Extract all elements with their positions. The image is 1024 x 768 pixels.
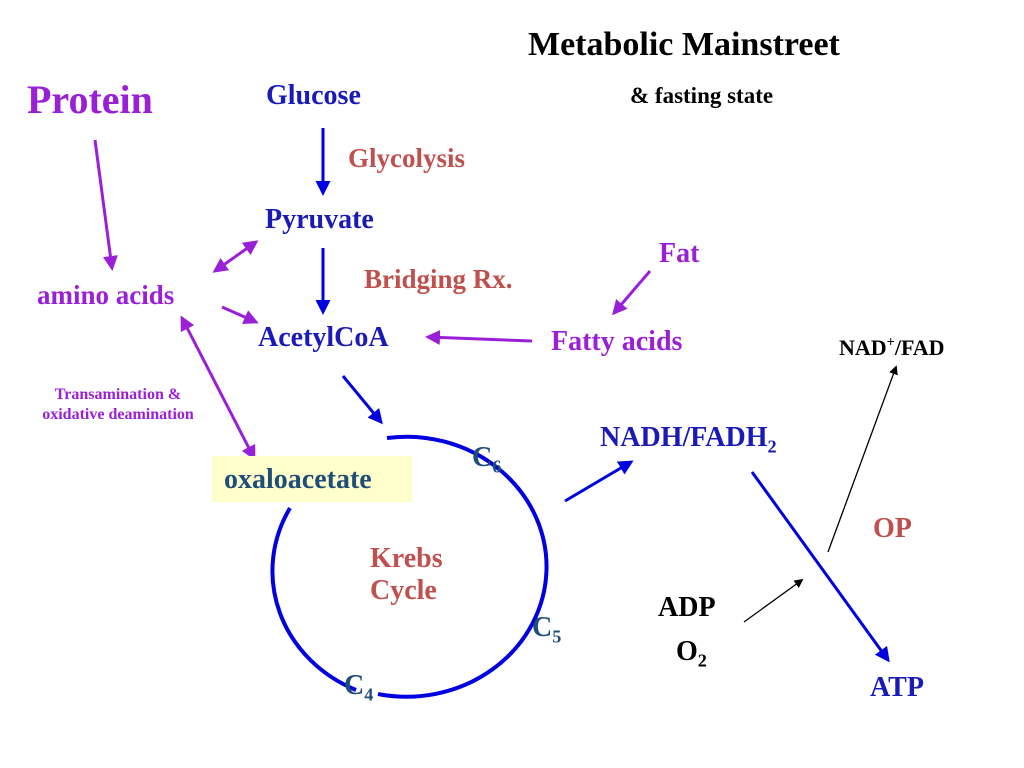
nadh-fadh2-label: NADH/FADH2 xyxy=(600,422,777,457)
acetylcoa-to-cycle-arrow xyxy=(341,375,383,425)
nad-fad-label: NAD+/FAD xyxy=(839,334,945,360)
op-label: OP xyxy=(873,513,912,544)
fat-label: Fat xyxy=(659,238,700,269)
atp-label: ATP xyxy=(870,672,924,703)
c6-label: C6 xyxy=(472,442,502,477)
krebs-line-1: Krebs xyxy=(370,543,443,574)
amino-acids-label: amino acids xyxy=(37,280,175,310)
krebs-cycle-ring-left xyxy=(270,506,357,692)
protein-label: Protein xyxy=(27,77,153,122)
diagram-title: Metabolic Mainstreet xyxy=(528,26,840,63)
cycle-to-nadh-arrow xyxy=(564,460,634,503)
adp-to-op-arrow xyxy=(743,578,804,623)
o2-label: O2 xyxy=(676,636,707,671)
protein-to-amino-acids-arrow xyxy=(93,139,118,271)
glycolysis-label: Glycolysis xyxy=(348,143,466,173)
fatty-acids-label: Fatty acids xyxy=(551,326,683,357)
krebs-cycle-label: Krebs Cycle xyxy=(370,543,443,607)
fatty-acids-to-acetylcoa-arrow xyxy=(425,329,533,345)
oxaloacetate-highlight xyxy=(212,456,412,502)
op-to-nad-arrow xyxy=(827,365,898,553)
diagram-subtitle: & fasting state xyxy=(630,83,774,108)
pyruvate-amino-acids-arrow xyxy=(212,240,259,273)
transamination-line-1: Transamination & xyxy=(54,386,182,403)
transamination-label: Transamination & oxidative deamination xyxy=(18,385,218,425)
adp-label: ADP xyxy=(658,592,716,623)
transamination-line-2: oxidative deamination xyxy=(42,406,194,423)
amino-acids-oxaloacetate-arrow xyxy=(180,315,256,461)
glucose-label: Glucose xyxy=(266,80,361,111)
bridging-rx-label: Bridging Rx. xyxy=(364,264,513,294)
c4-label: C4 xyxy=(344,670,374,705)
c5-label: C5 xyxy=(532,612,562,647)
amino-acids-to-acetylcoa-arrow xyxy=(221,305,259,325)
nadh-to-atp-arrow xyxy=(750,471,890,663)
pyruvate-label: Pyruvate xyxy=(265,204,374,235)
oxaloacetate-label: oxaloacetate xyxy=(224,464,372,495)
krebs-line-2: Cycle xyxy=(370,575,437,606)
fat-to-fatty-acids-arrow xyxy=(612,270,652,316)
krebs-cycle-ring xyxy=(377,434,549,699)
acetylcoa-label: AcetylCoA xyxy=(258,322,389,353)
